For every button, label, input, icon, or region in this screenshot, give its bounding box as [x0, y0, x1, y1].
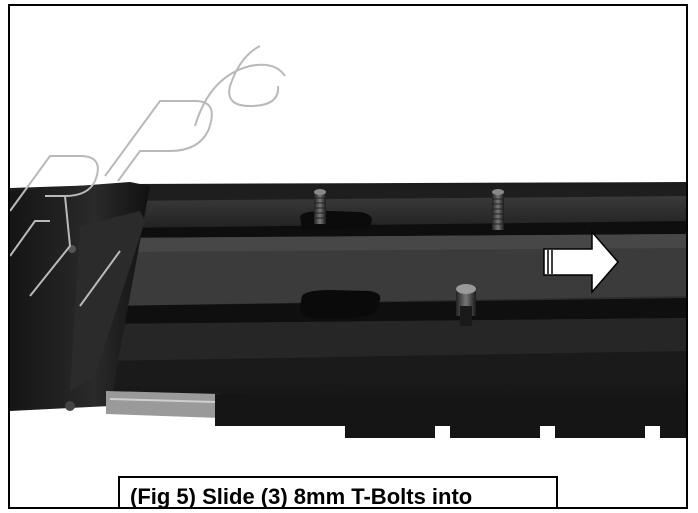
figure-caption: (Fig 5) Slide (3) 8mm T-Bolts into: [118, 476, 558, 507]
direction-arrow: [543, 229, 619, 295]
rail-photo: [10, 45, 686, 438]
picatinny-rail: [215, 394, 686, 426]
t-bolt-1: [314, 189, 326, 224]
watermark-logo: [10, 45, 286, 307]
t-bolt-2: [492, 189, 504, 230]
figure-frame: (Fig 5) Slide (3) 8mm T-Bolts into: [8, 4, 688, 509]
t-bolt-3: [456, 284, 476, 326]
